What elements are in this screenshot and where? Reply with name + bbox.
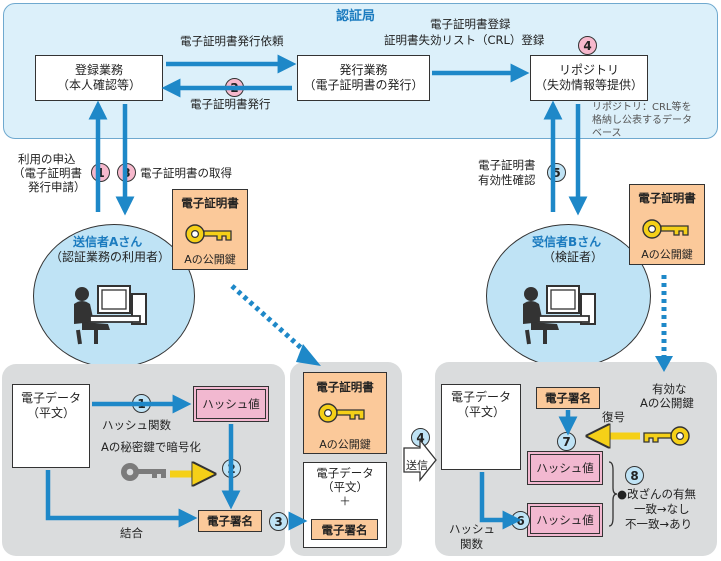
step-3-badge-obtain: 3 <box>117 163 136 182</box>
registration-label: 登録業務 <box>74 63 123 77</box>
dotted-arrow <box>655 275 673 372</box>
result-label-3: 不一致→あり <box>625 517 693 531</box>
sender-role: （認証業務の利用者） <box>50 250 171 264</box>
signing-hash-value: ハッシュ値 <box>193 386 269 422</box>
signing-data-label: 電子データ <box>20 391 81 405</box>
sender-name: 送信者Aさん <box>73 235 143 249</box>
verify-hash-value-1: ハッシュ値 <box>527 451 603 485</box>
verify-signature-label: 電子署名 <box>545 391 591 405</box>
sign-step-3-badge: 3 <box>269 512 288 531</box>
issue-label: 電子証明書発行 <box>190 97 271 111</box>
register-label-1: 電子証明書登録 <box>430 17 511 31</box>
validity-label-2: 有効性確認 <box>478 173 536 187</box>
result-label-2: 一致→なし <box>634 502 690 516</box>
sender-certificate: 電子証明書 Aの公開鍵 <box>172 189 248 270</box>
receiver-role: （検証者） <box>543 250 604 264</box>
verify-hash-label-1: ハッシュ値 <box>536 461 594 475</box>
verify-data-sub: （平文） <box>456 405 505 419</box>
signing-data-doc: 電子データ （平文） <box>12 384 90 468</box>
repository-note-2: 格納し公表するデータ <box>592 115 692 126</box>
sign-step-1-badge: 1 <box>132 394 151 413</box>
package-plus: ＋ <box>339 494 351 508</box>
decrypt-label: 復号 <box>602 410 625 424</box>
package-cert-title: 電子証明書 <box>316 380 374 394</box>
signing-hash-fn-label: ハッシュ関数 <box>102 418 171 432</box>
issuance-box: 発行業務 （電子証明書の発行） <box>297 55 430 101</box>
verify-hash-fn-label-1: ハッシュ <box>449 522 495 536</box>
step-4-badge-ca: 4 <box>578 36 597 55</box>
register-label-2: 証明書失効リスト（CRL）登録 <box>384 33 545 47</box>
dotted-arrow <box>230 284 321 366</box>
verify-step-7-badge: 7 <box>557 432 576 451</box>
repository-note-1: リポジトリ：CRL等を <box>592 102 692 113</box>
package-certificate: 電子証明書 Aの公開鍵 <box>303 372 387 454</box>
combine-label: 結合 <box>120 526 143 540</box>
signing-signature-label: 電子署名 <box>207 514 253 528</box>
repository-sub: （失効情報等提供） <box>534 78 643 92</box>
valid-key-label-2: Aの公開鍵 <box>640 396 694 410</box>
issuance-sub: （電子証明書の発行） <box>303 78 424 92</box>
repository-label: リポジトリ <box>558 63 619 77</box>
verify-data-doc: 電子データ （平文） <box>441 384 521 470</box>
receiver-cert-key: Aの公開鍵 <box>641 248 693 261</box>
verify-data-label: 電子データ <box>450 390 511 404</box>
verify-hash-fn-label-2: 関数 <box>460 537 483 551</box>
ca-title: 認証局 <box>336 9 376 24</box>
issuance-label: 発行業務 <box>339 63 388 77</box>
sender-cert-key: Aの公開鍵 <box>184 253 236 266</box>
verify-hash-label-2: ハッシュ値 <box>536 513 594 527</box>
send-step-4-badge: 4 <box>411 428 430 447</box>
registration-box: 登録業務 （本人確認等） <box>35 55 163 101</box>
receiver-certificate: 電子証明書 Aの公開鍵 <box>629 184 705 265</box>
registration-sub: （本人確認等） <box>56 78 141 92</box>
apply-label-3: 発行申請） <box>28 180 86 194</box>
receiver-name: 受信者Bさん <box>532 235 602 249</box>
package-signature-label: 電子署名 <box>321 522 368 537</box>
verify-step-6-badge: 6 <box>511 511 530 530</box>
signing-hash-label: ハッシュ値 <box>202 397 260 411</box>
signing-signature: 電子署名 <box>198 510 262 532</box>
obtain-label: 電子証明書の取得 <box>140 166 232 180</box>
package-data-sub: （平文） <box>322 480 368 494</box>
receiver-cert-title: 電子証明書 <box>638 191 696 205</box>
valid-key-label-1: 有効な <box>652 382 687 396</box>
verify-step-8-badge: 8 <box>625 466 644 485</box>
signing-data-sub: （平文） <box>26 406 75 420</box>
verify-signature: 電子署名 <box>536 387 600 409</box>
step-1-badge-apply: 1 <box>91 163 110 182</box>
apply-label-2: （電子証明書 <box>13 166 82 180</box>
package-cert-key: Aの公開鍵 <box>319 438 371 451</box>
validity-label-1: 電子証明書 <box>478 158 536 172</box>
package-signature: 電子署名 <box>311 519 378 540</box>
send-label: 送信 <box>406 458 428 472</box>
issue-request-label: 電子証明書発行依頼 <box>180 34 284 48</box>
private-key-label: Aの秘密鍵で暗号化 <box>101 440 201 454</box>
step-2-badge-ca: 2 <box>225 78 244 97</box>
package-data-label: 電子データ <box>316 466 374 480</box>
repository-box: リポジトリ （失効情報等提供） <box>530 55 648 101</box>
step-5-badge: 5 <box>547 163 566 182</box>
apply-label-1: 利用の申込 <box>18 152 76 166</box>
sign-step-2-badge: 2 <box>222 459 241 478</box>
sender-cert-title: 電子証明書 <box>181 196 239 210</box>
repository-note-3: ベース <box>592 128 622 139</box>
verify-hash-value-2: ハッシュ値 <box>527 503 603 537</box>
result-label-1: ●改ざんの有無 <box>617 487 697 501</box>
